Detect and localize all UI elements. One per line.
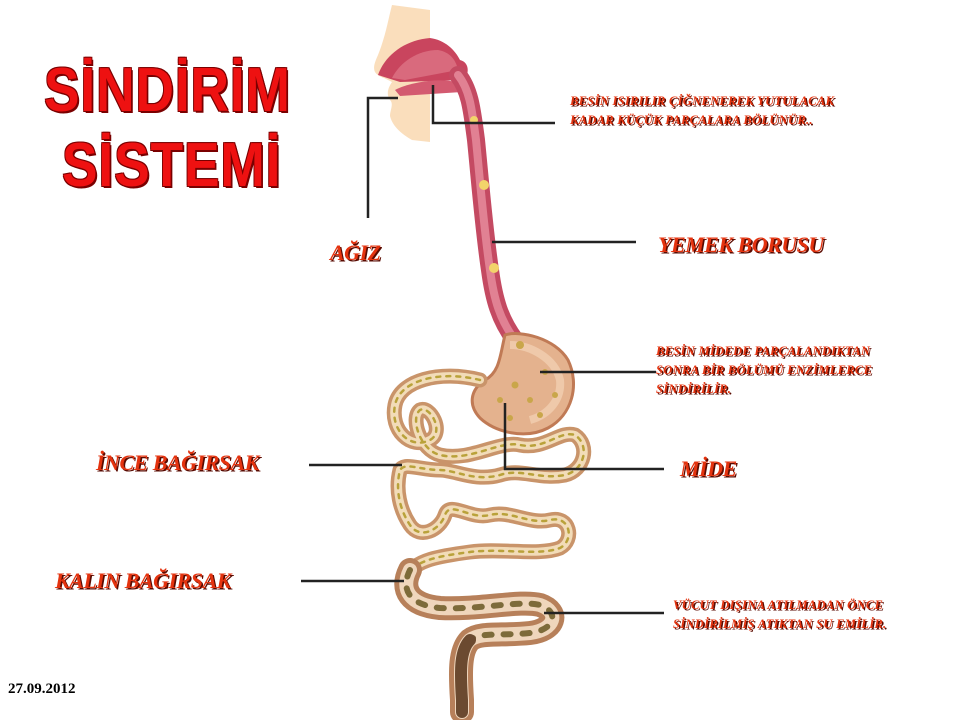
note-stomach-line2: SONRA BİR BÖLÜMÜ ENZİMLERCE bbox=[656, 363, 873, 377]
date-stamp: 27.09.2012 bbox=[8, 681, 76, 697]
page-title-line1: SİNDİRİM bbox=[44, 56, 291, 125]
note-stomach-line3: SİNDİRİLİR. bbox=[656, 382, 732, 396]
note-stomach: BESİN MİDEDE PARÇALANDIKTAN SONRA BİR BÖ… bbox=[656, 342, 872, 399]
label-yemek-borusu: YEMEK BORUSU bbox=[658, 232, 824, 257]
large-intestine bbox=[394, 558, 565, 720]
note-large-intestine-line1: VÜCUT DIŞINA ATILMADAN ÖNCE bbox=[673, 598, 884, 612]
note-large-intestine-line2: SİNDİRİLMİŞ ATIKTAN SU EMİLİR. bbox=[673, 617, 887, 631]
mouth bbox=[395, 80, 462, 96]
label-agiz: AĞIZ bbox=[330, 240, 381, 265]
label-mide: MİDE bbox=[680, 456, 737, 481]
note-large-intestine: VÜCUT DIŞINA ATILMADAN ÖNCE SİNDİRİLMİŞ … bbox=[673, 596, 886, 634]
note-stomach-line1: BESİN MİDEDE PARÇALANDIKTAN bbox=[656, 344, 871, 358]
page-title-line2: SİSTEMİ bbox=[62, 131, 282, 200]
note-mouth: BESİN ISIRILIR ÇİĞNENEREK YUTULACAK KADA… bbox=[570, 92, 834, 130]
label-kalin-bagirsak: KALIN BAĞIRSAK bbox=[55, 568, 231, 593]
label-ince-bagirsak: İNCE BAĞIRSAK bbox=[96, 450, 259, 475]
small-intestine bbox=[386, 368, 592, 583]
note-mouth-line2: KADAR KÜÇÜK PARÇALARA BÖLÜNÜR.. bbox=[570, 113, 813, 127]
leader-lines bbox=[301, 85, 664, 615]
note-mouth-line1: BESİN ISIRILIR ÇİĞNENEREK YUTULACAK bbox=[570, 94, 835, 108]
